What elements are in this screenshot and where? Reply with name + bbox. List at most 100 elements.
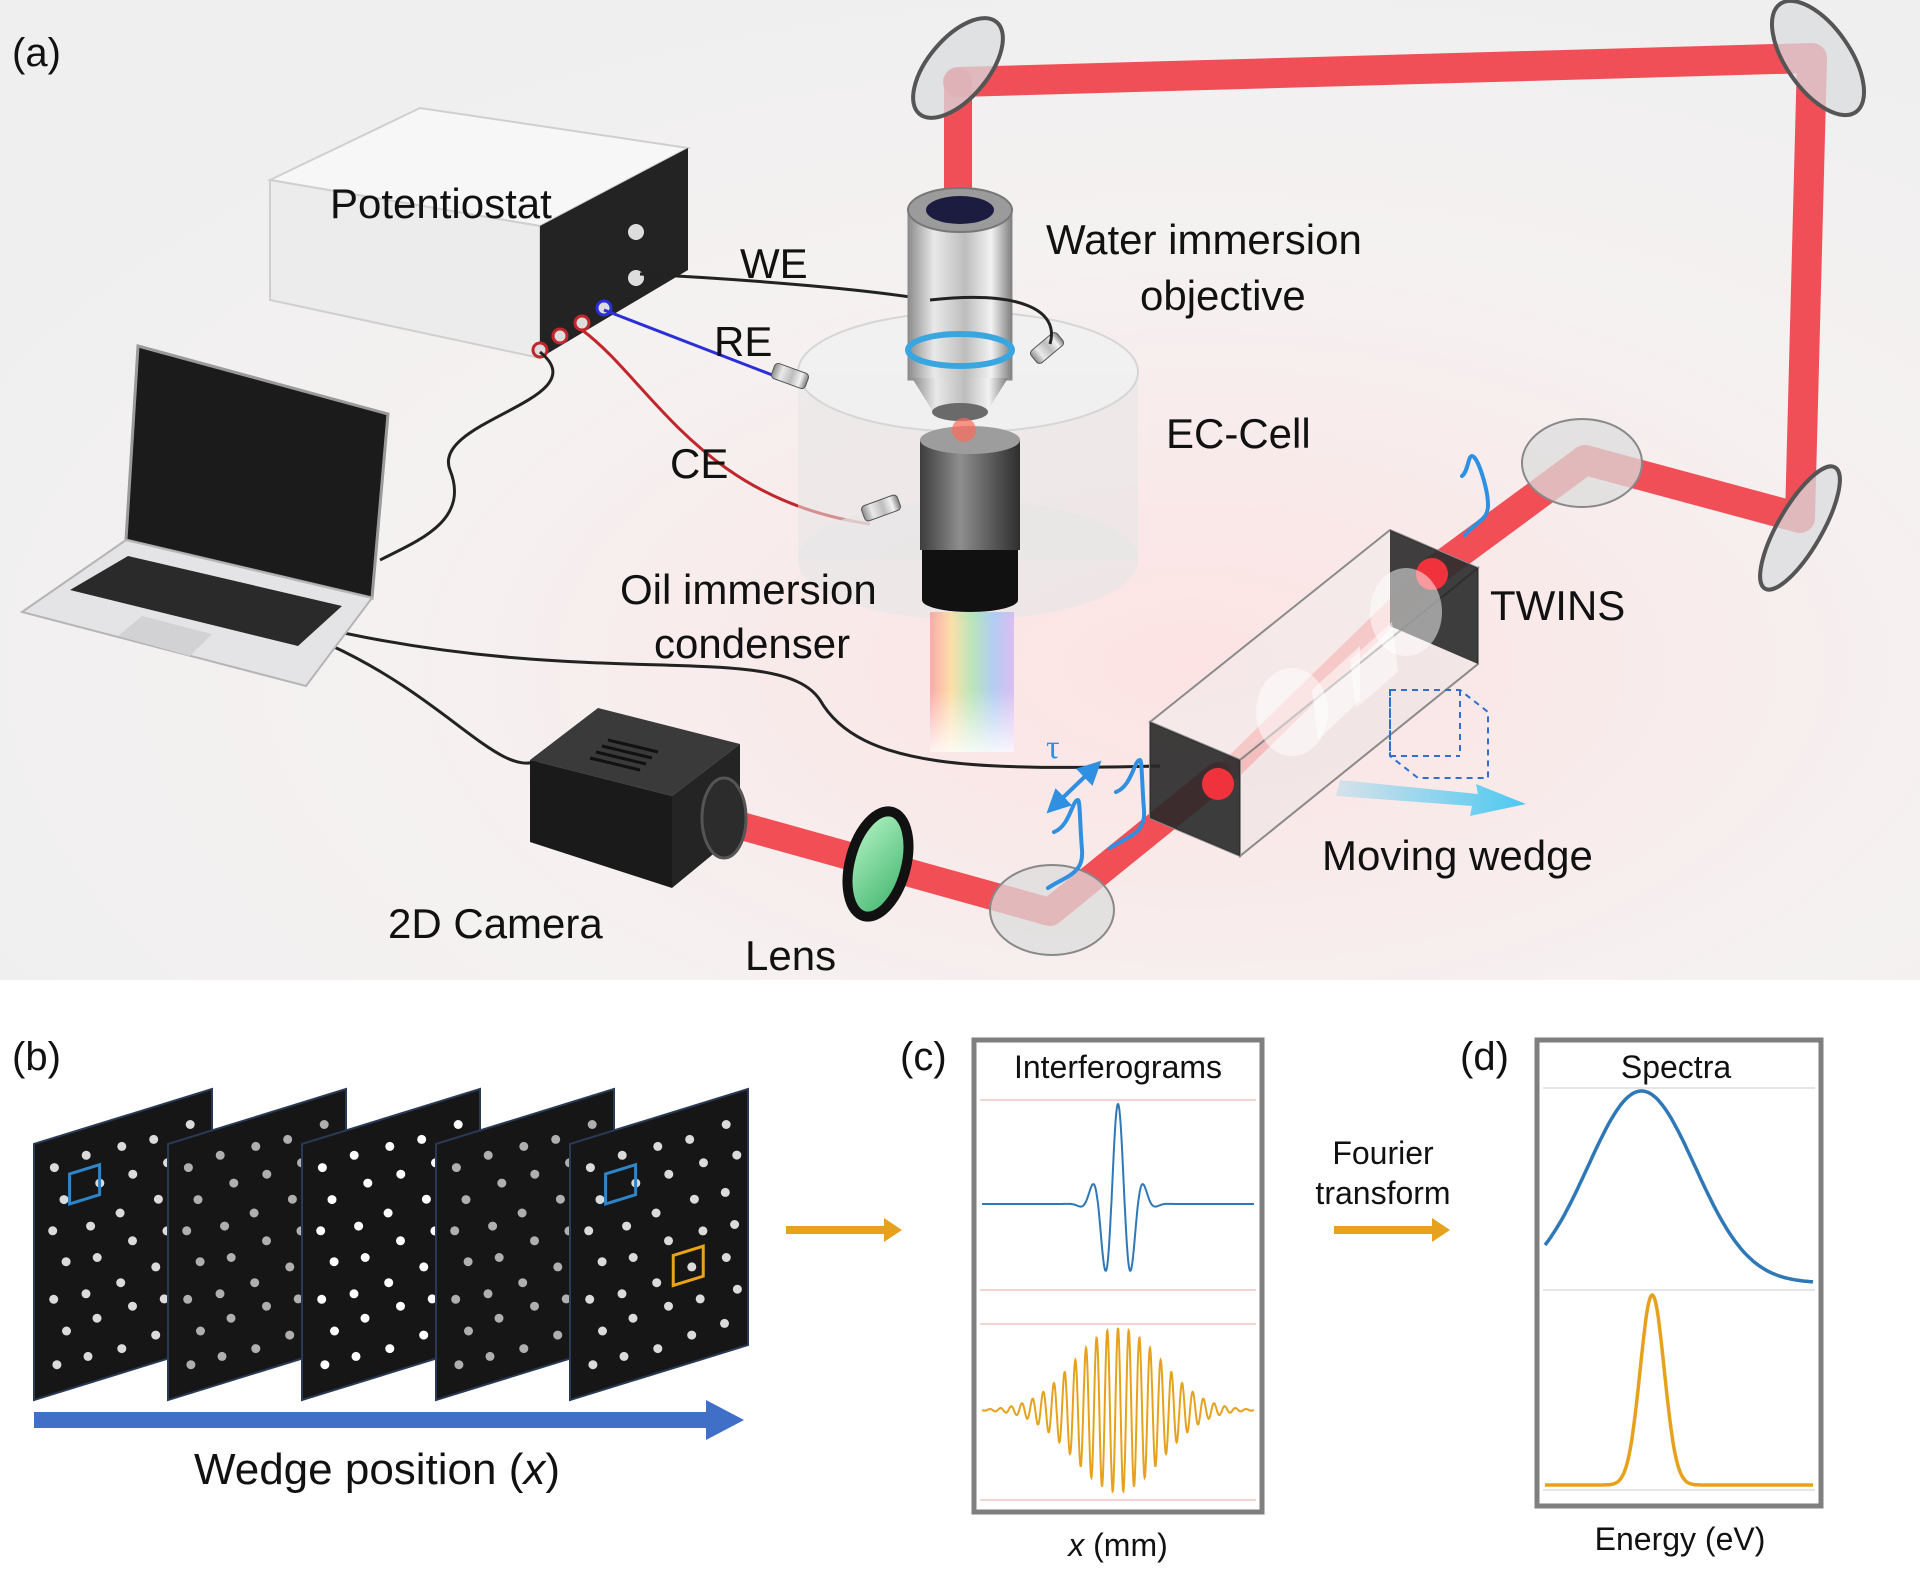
frame-dot [519, 1141, 529, 1151]
frame-dot [689, 1194, 699, 1204]
transmitted-light-fade [930, 690, 1014, 752]
frame-dot [128, 1236, 137, 1246]
frame-dot [81, 1289, 91, 1299]
port-1 [628, 224, 644, 240]
frame-dot [62, 1326, 71, 1336]
frame-dot [92, 1313, 102, 1323]
wedge-position-end: ) [545, 1445, 560, 1494]
frame-dot [117, 1344, 127, 1354]
lens-label: Lens [745, 932, 836, 979]
frame-dot [619, 1351, 629, 1361]
frame-dot [59, 1195, 69, 1205]
frame-dot [664, 1236, 673, 1246]
frame-dot [695, 1294, 705, 1304]
frame-dot [483, 1289, 493, 1299]
pulses [1046, 453, 1491, 890]
camera-frame-plane [569, 1087, 749, 1402]
frame-dot [320, 1360, 330, 1370]
frame-dot [721, 1120, 731, 1129]
interferogram-frame [971, 1037, 1265, 1515]
frame-dot [182, 1226, 192, 1236]
frame-dot [316, 1226, 326, 1236]
camera-top [530, 708, 740, 796]
ec-cell-label: EC-Cell [1166, 410, 1311, 457]
frame-dot [584, 1226, 594, 1236]
frame-dot [530, 1236, 539, 1246]
frame-dot [61, 1257, 71, 1267]
frame-dot [217, 1351, 227, 1361]
frame-dot [384, 1278, 394, 1288]
frame-dot [628, 1253, 638, 1262]
roi-blue [68, 1162, 102, 1206]
objective-nose [912, 378, 1008, 410]
frame-dot [396, 1301, 405, 1311]
frame-dot [687, 1330, 697, 1340]
frame-dot [354, 1221, 364, 1231]
frame-dot [664, 1169, 674, 1179]
frame-dot [561, 1294, 571, 1304]
lens [842, 806, 914, 922]
mirror-top-right [1769, 0, 1867, 118]
moving-wedge-arrow [1336, 780, 1526, 816]
frame-dot [720, 1187, 730, 1197]
frame-dot [349, 1289, 359, 1299]
re-label: RE [714, 318, 772, 365]
frame-dot [617, 1150, 627, 1160]
roi-blue [604, 1162, 638, 1206]
twins-cable [329, 628, 1161, 769]
wedge-position-text: Wedge position ( [194, 1445, 524, 1494]
mirror-bottom [989, 864, 1115, 956]
frame-dot [419, 1262, 429, 1272]
port-we [573, 314, 591, 332]
frame-dot [149, 1134, 159, 1144]
frame-dot [494, 1313, 504, 1323]
mirror-twins-input [1521, 418, 1643, 508]
frame-dot [327, 1195, 337, 1205]
frame-dot [385, 1141, 395, 1151]
re-wire [603, 308, 781, 380]
frame-dot [92, 1253, 102, 1262]
wedge-position-label: Wedge position (x) [194, 1445, 560, 1494]
frame-dot [317, 1163, 327, 1173]
frame-dot [250, 1278, 260, 1288]
we-label: WE [740, 240, 808, 287]
frame-dot [555, 1194, 565, 1204]
frame-dot [317, 1294, 327, 1304]
interferogram-xlabel-unit: (mm) [1084, 1527, 1168, 1563]
objective-blue-ring [905, 331, 1015, 369]
frame-dot [195, 1257, 205, 1267]
frame-dot [285, 1262, 295, 1272]
panel-c-label: (c) [900, 1035, 947, 1079]
re-electrode [770, 362, 810, 390]
arrow-b-to-c [786, 1218, 902, 1242]
panel-b: (b) Wedge position (x) [12, 1035, 902, 1494]
frame-dot [453, 1120, 463, 1129]
lens-ring [842, 806, 914, 922]
cables [329, 272, 1161, 769]
fourier-arrow [1334, 1218, 1450, 1242]
frame-dot [115, 1208, 125, 1218]
frame-dot [329, 1257, 339, 1267]
frame-dot [451, 1294, 461, 1304]
tau-label: τ [1046, 729, 1060, 766]
frame-dot [360, 1313, 370, 1323]
frame-dot [249, 1208, 259, 1218]
frame-dot [363, 1178, 373, 1188]
objective-barrel [907, 209, 1013, 381]
frame-dot [485, 1351, 495, 1361]
panel-c: (c) Interferograms x (mm) [900, 1035, 1265, 1563]
frame-dot [49, 1163, 59, 1173]
twins-end-face-out [1150, 722, 1240, 856]
ce-electrode [861, 494, 901, 522]
frame-dot [287, 1194, 297, 1204]
interferogram-orange-trace [981, 1327, 1255, 1494]
frame-dot [519, 1344, 529, 1354]
spectra-frame [1534, 1037, 1824, 1509]
frame-dot [229, 1178, 239, 1188]
frame-dot [617, 1289, 627, 1299]
camera-frame-stack [33, 1087, 749, 1402]
moving-wedge-label: Moving wedge [1322, 832, 1593, 879]
frame-dot [530, 1169, 540, 1179]
frame-dot [128, 1169, 138, 1179]
frame-dot [497, 1178, 507, 1188]
